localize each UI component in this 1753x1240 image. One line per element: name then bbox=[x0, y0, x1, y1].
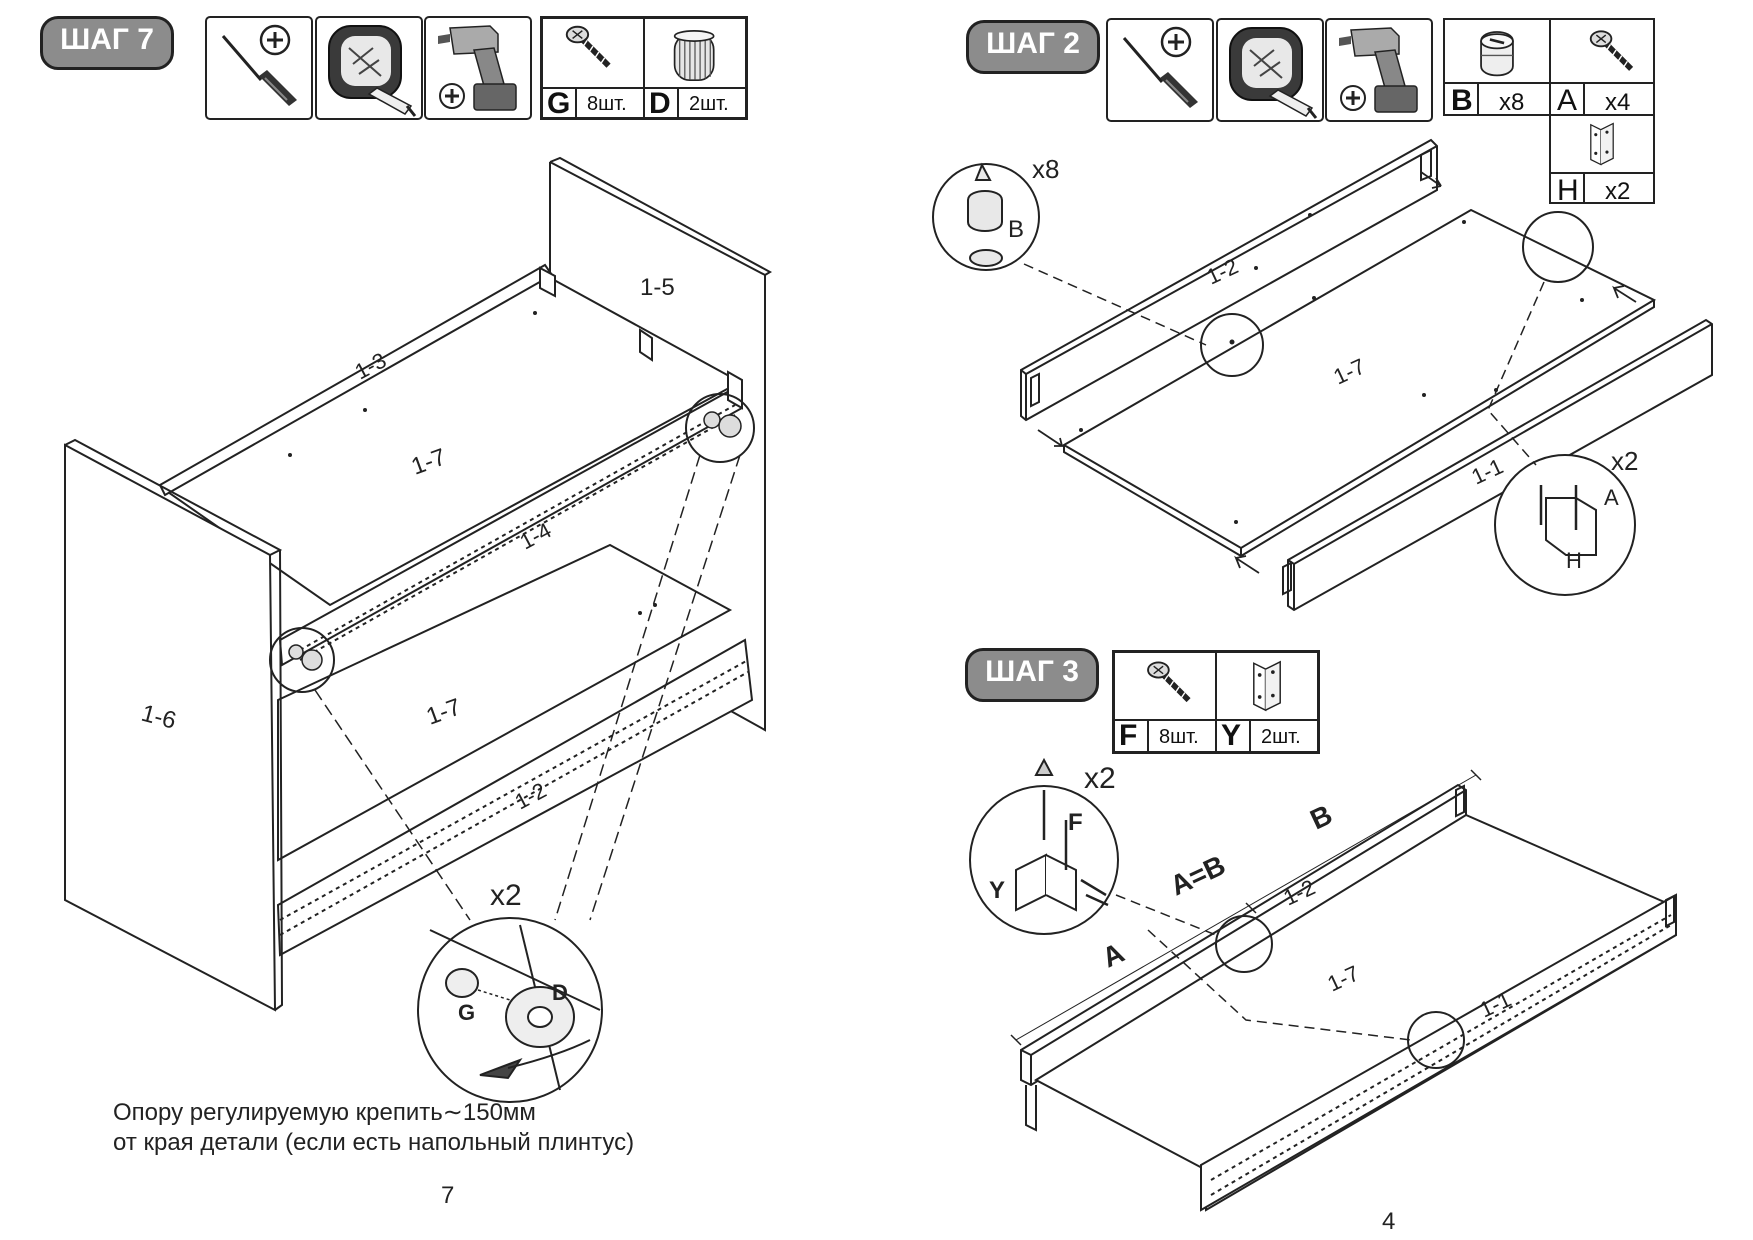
part-qty-h: x2 bbox=[1605, 178, 1631, 205]
tape-measure-icon bbox=[1216, 18, 1324, 122]
right-page: ШАГ 2 B x8 A x4 H x2 ШАГ 3 F 8шт. Y 2шт. bbox=[876, 0, 1753, 1240]
part-qty-a: x4 bbox=[1605, 89, 1631, 116]
step-2-title: ШАГ 2 bbox=[966, 20, 1100, 74]
step-2-3-assembly-drawing: x8 B 1-2 1-7 1-1 x2 A H bbox=[932, 138, 1713, 1212]
screwdriver-icon bbox=[1106, 18, 1214, 122]
step3-label-a: A bbox=[1097, 937, 1128, 974]
caption-line-2: от края детали (если есть напольный плин… bbox=[113, 1129, 635, 1156]
part-letter-g: G bbox=[547, 87, 571, 120]
detail-multiplier: x2 bbox=[490, 879, 522, 912]
part-letter-f: F bbox=[1119, 719, 1138, 752]
step3-detail-x2: x2 bbox=[1084, 762, 1116, 795]
step2-detail-x8: x8 bbox=[1032, 154, 1059, 184]
part-letter-y: Y bbox=[1221, 719, 1242, 752]
step3-detail-f: F bbox=[1068, 809, 1083, 836]
part-letter-a: A bbox=[1557, 84, 1578, 117]
part-qty-b: x8 bbox=[1499, 89, 1525, 116]
step3-label-a-equals-b: A=B bbox=[1165, 849, 1230, 901]
parts-table-step7: G 8шт. D 2шт. bbox=[540, 16, 748, 120]
detail-label-g: G bbox=[458, 1000, 475, 1025]
step2-detail-b: B bbox=[1008, 216, 1024, 243]
step-7-title: ШАГ 7 bbox=[40, 16, 174, 70]
page-number-left: 7 bbox=[441, 1182, 455, 1209]
step3-label-b: B bbox=[1305, 799, 1336, 836]
part-qty-d: 2шт. bbox=[689, 93, 729, 115]
part-letter-b: B bbox=[1451, 84, 1473, 117]
label-1-5: 1-5 bbox=[640, 274, 675, 301]
step-3-title: ШАГ 3 bbox=[965, 648, 1099, 702]
part-qty-g: 8шт. bbox=[587, 93, 627, 115]
drill-icon bbox=[424, 16, 532, 120]
caption-line-1: Опору регулируемую крепить∼150мм bbox=[113, 1099, 536, 1126]
step3-detail-y: Y bbox=[989, 877, 1005, 904]
step2-detail-a: A bbox=[1604, 485, 1619, 510]
part-qty-y: 2шт. bbox=[1261, 726, 1301, 748]
tape-measure-icon bbox=[315, 16, 423, 120]
part-qty-f: 8шт. bbox=[1159, 726, 1199, 748]
drill-icon bbox=[1325, 18, 1433, 122]
part-letter-d: D bbox=[649, 87, 671, 120]
step2-detail-x2: x2 bbox=[1611, 446, 1638, 476]
part-letter-h: H bbox=[1557, 174, 1579, 207]
parts-table-step2: B x8 A x4 H x2 bbox=[1443, 18, 1655, 207]
step-7-assembly-drawing: 1-5 1-3 1-7 1-4 1-6 1-7 1-2 x2 G D bbox=[64, 156, 773, 1103]
detail-label-d: D bbox=[552, 980, 568, 1005]
step2-detail-h: H bbox=[1566, 548, 1582, 573]
page-number-right: 4 bbox=[1382, 1208, 1396, 1235]
parts-table-step3: F 8шт. Y 2шт. bbox=[1112, 650, 1320, 754]
screwdriver-icon bbox=[205, 16, 313, 120]
left-page: ШАГ 7 G 8шт. D 2шт. bbox=[0, 0, 876, 1240]
